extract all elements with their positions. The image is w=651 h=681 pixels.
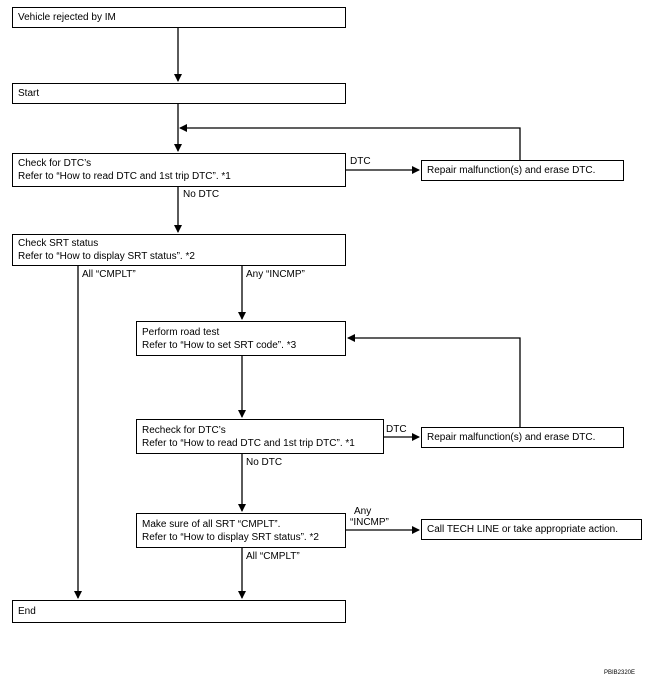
box-start: Start	[12, 83, 346, 104]
box-end: End	[12, 600, 346, 623]
box-check-srt-line1: Check SRT status	[18, 238, 99, 249]
arrow-repair2-loop-back	[347, 334, 521, 427]
box-check-dtc-line1: Check for DTC’s	[18, 158, 92, 169]
box-check-dtc: Check for DTC’s Refer to “How to read DT…	[12, 153, 346, 187]
box-check-srt-line2: Refer to “How to display SRT status”. *2	[18, 251, 195, 262]
label-any-incmp-1: Any “INCMP”	[246, 269, 305, 280]
label-incmp-2: “INCMP”	[350, 517, 389, 528]
label-no-dtc-2: No DTC	[246, 457, 283, 468]
box-recheck-dtc: Recheck for DTC’s Refer to “How to read …	[136, 419, 384, 454]
box-recheck-dtc-line1: Recheck for DTC’s	[142, 424, 226, 436]
box-end-text: End	[18, 606, 36, 617]
label-any-2: Any	[354, 506, 372, 517]
figure-reference-code: PBIB2320E	[604, 670, 636, 676]
box-road-test: Perform road test Refer to “How to set S…	[136, 321, 346, 356]
box-tech-line: Call TECH LINE or take appropriate actio…	[421, 519, 642, 540]
label-no-dtc-1: No DTC	[183, 189, 220, 200]
label-all-cmplt-2: All “CMPLT”	[246, 551, 300, 562]
box-recheck-dtc-line2: Refer to “How to read DTC and 1st trip D…	[142, 437, 355, 449]
box-repair-1: Repair malfunction(s) and erase DTC.	[421, 160, 624, 181]
box-check-srt: Check SRT status Refer to “How to displa…	[12, 234, 346, 266]
box-make-sure-srt-line1: Make sure of all SRT “CMPLT”.	[142, 518, 281, 530]
arrow-repair1-loop-back	[179, 124, 521, 160]
box-road-test-line1: Perform road test	[142, 326, 220, 338]
label-dtc-1: DTC	[350, 156, 371, 167]
box-make-sure-srt: Make sure of all SRT “CMPLT”. Refer to “…	[136, 513, 346, 548]
box-check-dtc-line2: Refer to “How to read DTC and 1st trip D…	[18, 171, 231, 182]
box-repair-2: Repair malfunction(s) and erase DTC.	[421, 427, 624, 448]
box-repair-1-text: Repair malfunction(s) and erase DTC.	[427, 165, 596, 176]
box-road-test-line2: Refer to “How to set SRT code”. *3	[142, 339, 297, 351]
box-vehicle-rejected: Vehicle rejected by IM	[12, 7, 346, 28]
box-start-text: Start	[18, 88, 40, 99]
box-vehicle-rejected-text: Vehicle rejected by IM	[18, 12, 116, 23]
box-tech-line-text: Call TECH LINE or take appropriate actio…	[427, 524, 619, 535]
box-make-sure-srt-line2: Refer to “How to display SRT status”. *2	[142, 531, 319, 543]
label-all-cmplt-1: All “CMPLT”	[82, 269, 136, 280]
label-dtc-2: DTC	[386, 424, 407, 435]
box-repair-2-text: Repair malfunction(s) and erase DTC.	[427, 432, 596, 443]
